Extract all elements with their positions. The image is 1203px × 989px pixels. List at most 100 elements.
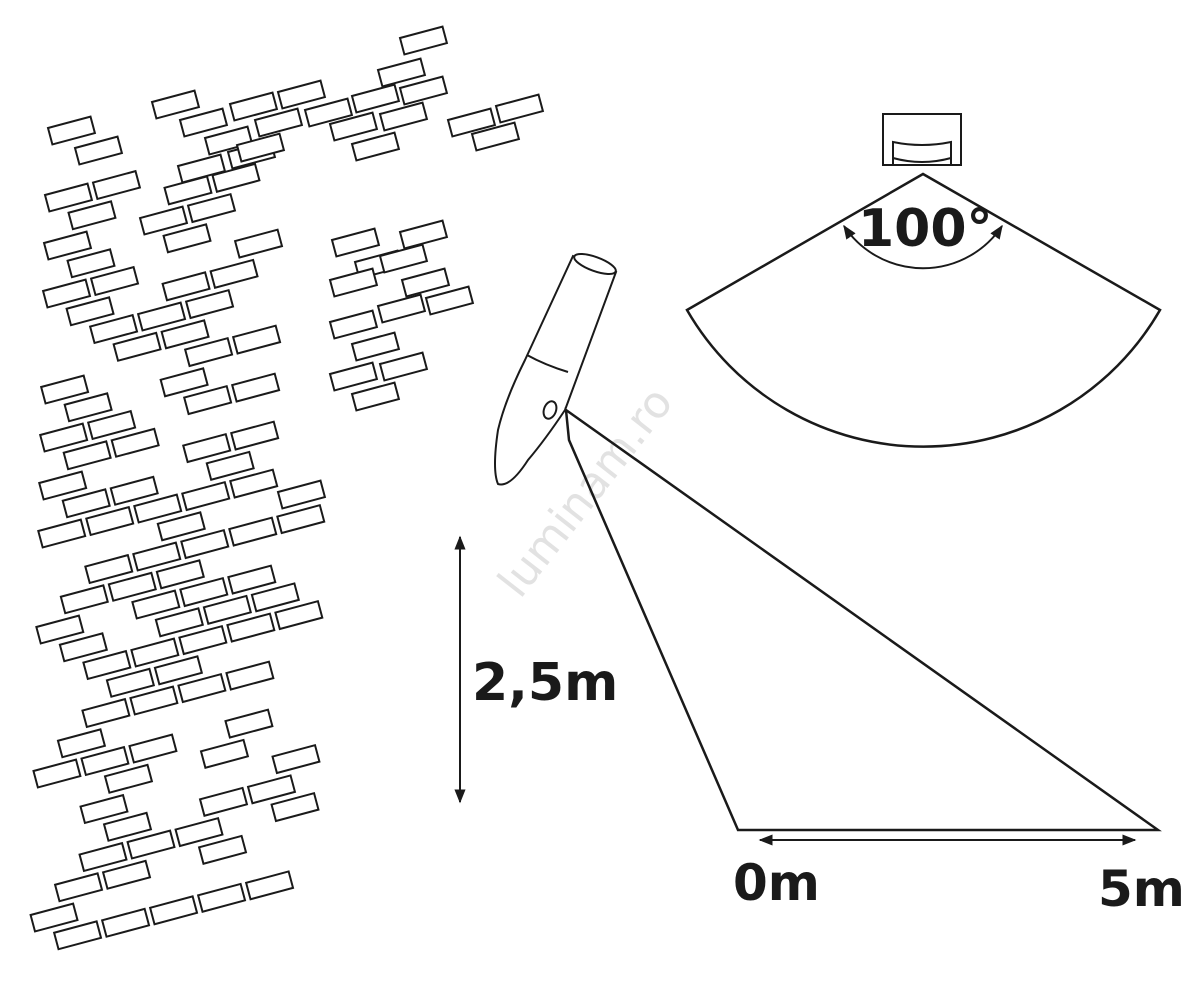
brick xyxy=(112,331,162,362)
brick xyxy=(174,816,224,848)
brick xyxy=(162,223,212,254)
brick xyxy=(424,285,475,316)
brick xyxy=(150,89,201,120)
brick xyxy=(202,594,253,625)
brick xyxy=(88,313,139,345)
brick xyxy=(130,637,180,668)
brick xyxy=(328,267,379,298)
brick xyxy=(276,79,327,110)
brick xyxy=(81,697,131,729)
brick xyxy=(159,367,209,398)
brick xyxy=(126,829,176,860)
brick xyxy=(182,432,232,464)
brick xyxy=(58,632,109,663)
sensor-head-icon xyxy=(882,113,962,166)
brick xyxy=(156,511,206,542)
brick xyxy=(330,227,381,258)
brick xyxy=(209,258,259,289)
brick xyxy=(182,384,233,416)
brick xyxy=(42,230,93,261)
brick xyxy=(101,859,152,890)
brick xyxy=(59,584,109,615)
range-start-label: 0m xyxy=(733,854,820,912)
brick xyxy=(270,791,320,823)
brick xyxy=(205,450,255,481)
brick xyxy=(131,589,181,620)
brick xyxy=(250,582,301,613)
brick xyxy=(80,745,130,777)
brick xyxy=(65,296,115,327)
brick xyxy=(179,576,229,608)
brick xyxy=(82,649,132,681)
brick xyxy=(136,301,187,332)
brick xyxy=(274,599,324,631)
brick xyxy=(91,169,142,201)
brick xyxy=(228,91,279,122)
brick xyxy=(133,493,183,524)
brick xyxy=(350,381,401,412)
brick xyxy=(103,763,154,794)
brick xyxy=(100,907,151,938)
brick xyxy=(107,571,157,602)
brick xyxy=(276,503,326,535)
brick xyxy=(230,420,280,451)
brick xyxy=(350,331,401,362)
brick xyxy=(198,786,249,817)
brick xyxy=(155,559,205,590)
brick xyxy=(229,468,279,499)
brick xyxy=(178,624,228,656)
brick xyxy=(89,265,140,297)
brick xyxy=(132,541,182,572)
brick xyxy=(178,107,229,138)
brick xyxy=(105,667,156,698)
brick xyxy=(231,324,282,355)
brick xyxy=(35,614,85,645)
brick xyxy=(46,115,97,146)
brick xyxy=(199,738,250,769)
brick xyxy=(328,309,379,340)
brick xyxy=(225,660,275,691)
brick xyxy=(197,834,248,865)
brick xyxy=(328,361,379,392)
brick xyxy=(378,101,429,132)
brick xyxy=(398,75,449,106)
brick xyxy=(154,607,205,638)
brick xyxy=(446,107,497,138)
brick xyxy=(186,192,237,224)
spot-lamp-icon xyxy=(494,253,618,486)
brick xyxy=(56,728,107,759)
brick xyxy=(41,278,92,309)
range-end-label: 5m xyxy=(1098,860,1185,918)
brick xyxy=(52,920,103,951)
brick xyxy=(378,243,429,274)
brick xyxy=(244,870,295,901)
brick xyxy=(39,374,90,405)
brick xyxy=(102,811,153,842)
detection-fan xyxy=(685,172,1162,448)
brick xyxy=(328,111,379,142)
brick xyxy=(181,480,231,512)
brick xyxy=(183,336,234,368)
brick xyxy=(350,83,401,114)
brick xyxy=(84,553,134,585)
angle-arc-arrow xyxy=(843,224,1003,270)
brick xyxy=(148,895,199,926)
brick xyxy=(79,793,129,825)
brick xyxy=(63,392,113,423)
brick xyxy=(29,902,79,933)
brick xyxy=(138,205,189,236)
detection-range-beam xyxy=(564,407,1162,832)
brick xyxy=(180,528,230,560)
brick xyxy=(61,488,111,519)
brick xyxy=(376,57,427,88)
brick xyxy=(233,228,284,259)
brick xyxy=(128,733,178,764)
brick xyxy=(398,219,449,250)
brick xyxy=(86,409,137,441)
brick xyxy=(376,293,427,324)
brick xyxy=(226,612,276,643)
angle-label: 100° xyxy=(858,199,993,259)
brick xyxy=(227,564,277,595)
height-label: 2,5m xyxy=(472,653,618,713)
